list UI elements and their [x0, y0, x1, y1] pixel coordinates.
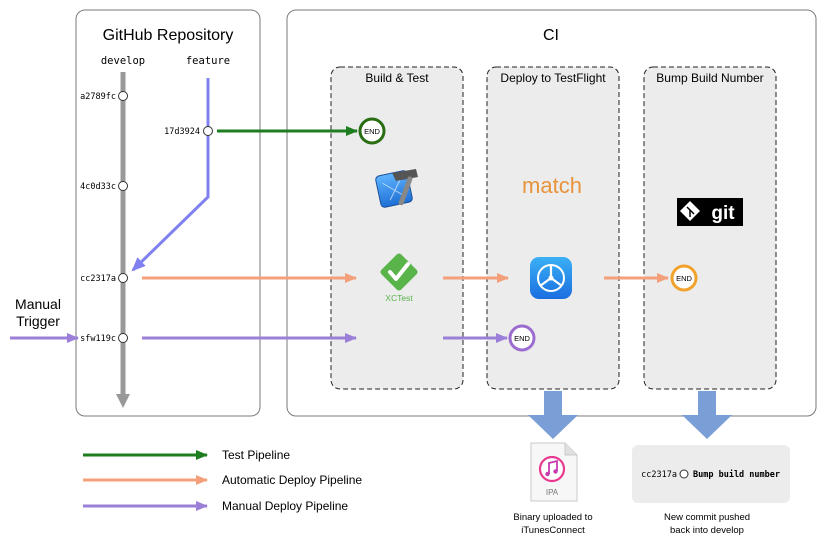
ipa-output-arrow	[528, 391, 578, 439]
legend-auto-label: Automatic Deploy Pipeline	[222, 473, 362, 487]
manual-trigger-label-line2: Trigger	[16, 313, 60, 329]
svg-text:END: END	[676, 274, 692, 283]
git-logo-text: git	[711, 203, 735, 224]
ci-title: CI	[543, 27, 559, 44]
ipa-caption-line1: Binary uploaded to	[513, 512, 592, 523]
end-node-test: END	[358, 117, 386, 145]
commit-node	[118, 273, 128, 283]
commit-caption-line1: New commit pushed	[664, 512, 750, 523]
stage-bump-build	[643, 66, 777, 390]
repo-panel	[75, 9, 261, 417]
xcode-icon	[375, 169, 418, 208]
commit-hash: 17d3924	[164, 127, 200, 137]
stage-title-deploy: Deploy to TestFlight	[500, 71, 606, 85]
new-commit-box	[632, 445, 790, 503]
app-store-icon	[530, 257, 572, 299]
feature-branch-line	[131, 78, 210, 272]
ipa-caption-line2: iTunesConnect	[521, 525, 585, 536]
branch-label-feature: feature	[186, 55, 230, 67]
commit-node	[203, 126, 213, 136]
match-logo: match	[522, 173, 582, 198]
commit-caption-line2: back into develop	[670, 525, 744, 536]
svg-text:END: END	[364, 127, 380, 136]
git-logo-icon: git	[677, 198, 743, 226]
commit-output-arrow	[682, 391, 732, 439]
stage-build-test	[330, 66, 464, 390]
stage-title-bump: Bump Build Number	[656, 71, 763, 85]
commit-hash: a2789fc	[80, 92, 116, 102]
commit-node	[118, 333, 128, 343]
svg-text:END: END	[514, 334, 530, 343]
xctest-icon	[380, 253, 418, 291]
branch-label-develop: develop	[101, 55, 145, 67]
new-commit-message: Bump build number	[693, 469, 780, 480]
xctest-label: XCTest	[385, 293, 413, 303]
end-node-auto: END	[670, 264, 698, 292]
legend-test-label: Test Pipeline	[222, 448, 290, 462]
commit-hash: 4c0d33c	[80, 182, 116, 192]
ipa-file-icon: IPA	[530, 442, 578, 502]
end-node-manual: END	[508, 324, 536, 352]
legend-manual-label: Manual Deploy Pipeline	[222, 499, 348, 513]
ipa-label: IPA	[546, 488, 559, 497]
stage-title-build-test: Build & Test	[365, 71, 429, 85]
commit-hash: sfw119c	[80, 334, 116, 344]
commit-hash: cc2317a	[80, 274, 116, 284]
commit-node	[118, 91, 128, 101]
stage-deploy-testflight	[486, 66, 620, 390]
manual-trigger-label-line1: Manual	[15, 296, 61, 312]
repo-title: GitHub Repository	[103, 27, 234, 44]
new-commit-node	[679, 469, 689, 479]
develop-branch-arrowhead	[116, 394, 130, 408]
commit-node	[118, 181, 128, 191]
new-commit-hash: cc2317a	[641, 470, 677, 480]
